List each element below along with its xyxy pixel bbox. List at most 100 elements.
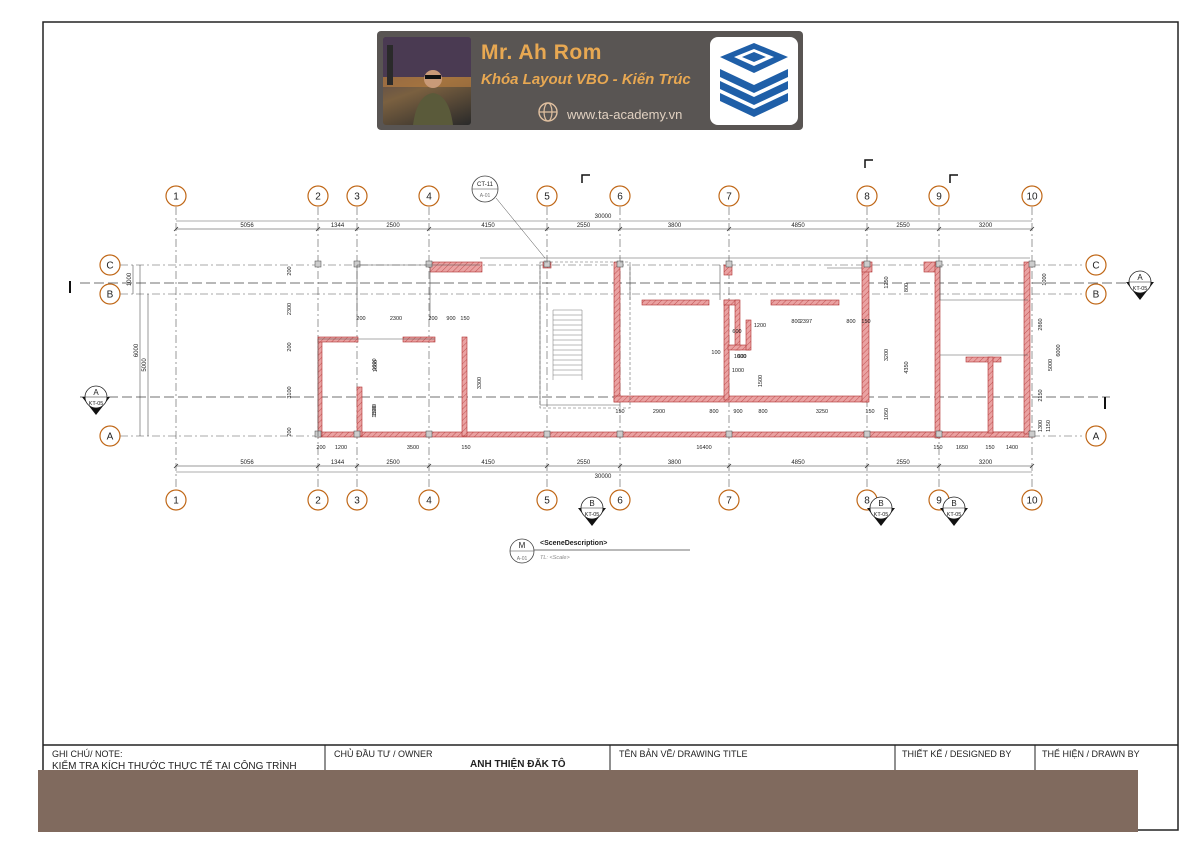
grid-bubble-label: 5 bbox=[544, 496, 550, 507]
callout-sheet: A-01 bbox=[480, 193, 491, 199]
left-inner-dim-value: 1500 bbox=[372, 405, 378, 417]
interior-dim-row: 1400 bbox=[1006, 445, 1018, 451]
column bbox=[863, 430, 871, 438]
drawing-title-label: TÊN BẢN VẼ/ DRAWING TITLE bbox=[619, 749, 748, 759]
grid-bubble-label: 4 bbox=[426, 496, 432, 507]
column bbox=[353, 430, 361, 438]
wall bbox=[934, 261, 941, 439]
grid-lines bbox=[80, 207, 1130, 487]
callout-code: CT-11 bbox=[477, 182, 494, 188]
portrait-photo bbox=[383, 37, 471, 125]
right-dim-value: 1250 bbox=[884, 276, 890, 288]
column bbox=[1028, 430, 1036, 438]
interior-dim-bottom: 3250 bbox=[816, 409, 828, 415]
left-inner-dim-value: 1600 bbox=[372, 358, 378, 370]
interior-dim-row: 150 bbox=[933, 445, 942, 451]
top-dim-value: 5056 bbox=[240, 223, 254, 229]
section-tag-b-sheet: KT-05 bbox=[947, 512, 962, 518]
owner-name: ANH THIỆN ĐĂK TÔ bbox=[470, 759, 566, 770]
column bbox=[935, 430, 943, 438]
bottom-dim-value: 5056 bbox=[240, 460, 254, 466]
wall bbox=[770, 299, 840, 306]
wall bbox=[429, 261, 483, 273]
bottom-dim-value: 3800 bbox=[668, 460, 682, 466]
bottom-dim-tick bbox=[426, 463, 432, 469]
right-dim-value: 1050 bbox=[884, 408, 890, 420]
bottom-dim-tick bbox=[617, 463, 623, 469]
section-tag-b-letter: B bbox=[878, 499, 883, 508]
grid-bubble-label: 2 bbox=[315, 192, 321, 203]
banner-website[interactable]: www.ta-academy.vn bbox=[567, 107, 683, 122]
interior-dim-vert: 3300 bbox=[477, 377, 483, 389]
wall bbox=[317, 336, 359, 343]
grid-bubble-7 bbox=[718, 489, 740, 511]
grid-bubble-3 bbox=[346, 489, 368, 511]
right-dim-value: 1000 bbox=[1042, 273, 1048, 285]
section-tag-b-sheet: KT-05 bbox=[585, 512, 600, 518]
grid-bubble-label: 9 bbox=[936, 192, 942, 203]
top-dim-value: 2550 bbox=[577, 223, 591, 229]
wall bbox=[987, 356, 994, 434]
right-dim-value: 6000 bbox=[1056, 344, 1062, 356]
bottom-dim-value: 2500 bbox=[386, 460, 400, 466]
sheet-border bbox=[42, 21, 1179, 831]
interior-dim-bottom: 150 bbox=[865, 409, 874, 415]
bottom-overlay-bar bbox=[38, 770, 1138, 832]
interior-dim-bottom: 800 bbox=[709, 409, 718, 415]
interior-dim-mid: 800 bbox=[791, 319, 800, 325]
column bbox=[1028, 260, 1036, 268]
bottom-dim-tick bbox=[936, 463, 942, 469]
interior-dim-row: 16400 bbox=[696, 445, 711, 451]
interior-dim-bottom: 900 bbox=[733, 409, 742, 415]
left-inner-dim-value: 3100 bbox=[287, 386, 293, 398]
interior-dim-mid: 1200 bbox=[754, 323, 766, 329]
bottom-dim-value: 4150 bbox=[481, 460, 495, 466]
grid-bubble-label: 3 bbox=[354, 496, 360, 507]
grid-bubble-A bbox=[99, 425, 121, 447]
column bbox=[314, 260, 322, 268]
grid-bubble-6 bbox=[609, 489, 631, 511]
bottom-dim-tick bbox=[173, 463, 179, 469]
top-dim-tick bbox=[726, 226, 732, 232]
left-inner-dim-value: 200 bbox=[287, 266, 293, 275]
cut-marker bbox=[581, 174, 590, 183]
interior-dim-mid: 600 bbox=[737, 354, 746, 360]
bottom-dim-tick bbox=[864, 463, 870, 469]
column bbox=[543, 430, 551, 438]
grid-bubble-10 bbox=[1021, 185, 1043, 207]
grid-bubble-C bbox=[1085, 254, 1107, 276]
bottom-dim-tick bbox=[1029, 463, 1035, 469]
column bbox=[616, 430, 624, 438]
bottom-dim-tick bbox=[354, 463, 360, 469]
right-dim-value: 1150 bbox=[1046, 420, 1052, 432]
banner-name: Mr. Ah Rom bbox=[481, 41, 602, 64]
wall bbox=[745, 319, 752, 351]
grid-bubble-4 bbox=[418, 185, 440, 207]
bottom-dim-value: 1344 bbox=[331, 460, 345, 466]
grid-bubble-6 bbox=[609, 185, 631, 207]
stair-void bbox=[539, 261, 631, 409]
banner-course-title: Khóa Layout VBO - Kiến Trúc bbox=[481, 71, 691, 88]
grid-bubble-label: 9 bbox=[936, 496, 942, 507]
left-inner-dim-value: 2300 bbox=[287, 303, 293, 315]
column bbox=[425, 430, 433, 438]
grid-bubble-9 bbox=[928, 185, 950, 207]
grid-bubble-7 bbox=[718, 185, 740, 207]
section-tag-a-right-letter: A bbox=[1137, 273, 1143, 282]
annotation-tags: CT-11A-01AKT-05AKT-05BKT-05BKT-05BKT-05M… bbox=[69, 159, 1154, 564]
grid-bubble-label: 5 bbox=[544, 192, 550, 203]
bottom-dim-value: 2550 bbox=[896, 460, 910, 466]
wall bbox=[461, 336, 468, 437]
bottom-dim-tick bbox=[315, 463, 321, 469]
view-tag-letter: M bbox=[519, 541, 526, 550]
overall-dim-bottom: 30000 bbox=[595, 474, 612, 480]
top-dim-value: 3800 bbox=[668, 223, 682, 229]
view-scale: TL: <Scale> bbox=[540, 555, 570, 561]
section-tag-b-letter: B bbox=[589, 499, 594, 508]
right-dim-value: 2150 bbox=[1038, 389, 1044, 401]
top-dim-tick bbox=[426, 226, 432, 232]
drawn-by-label: THỂ HIỆN / DRAWN BY bbox=[1042, 749, 1140, 759]
grid-bubble-label: C bbox=[106, 261, 113, 272]
